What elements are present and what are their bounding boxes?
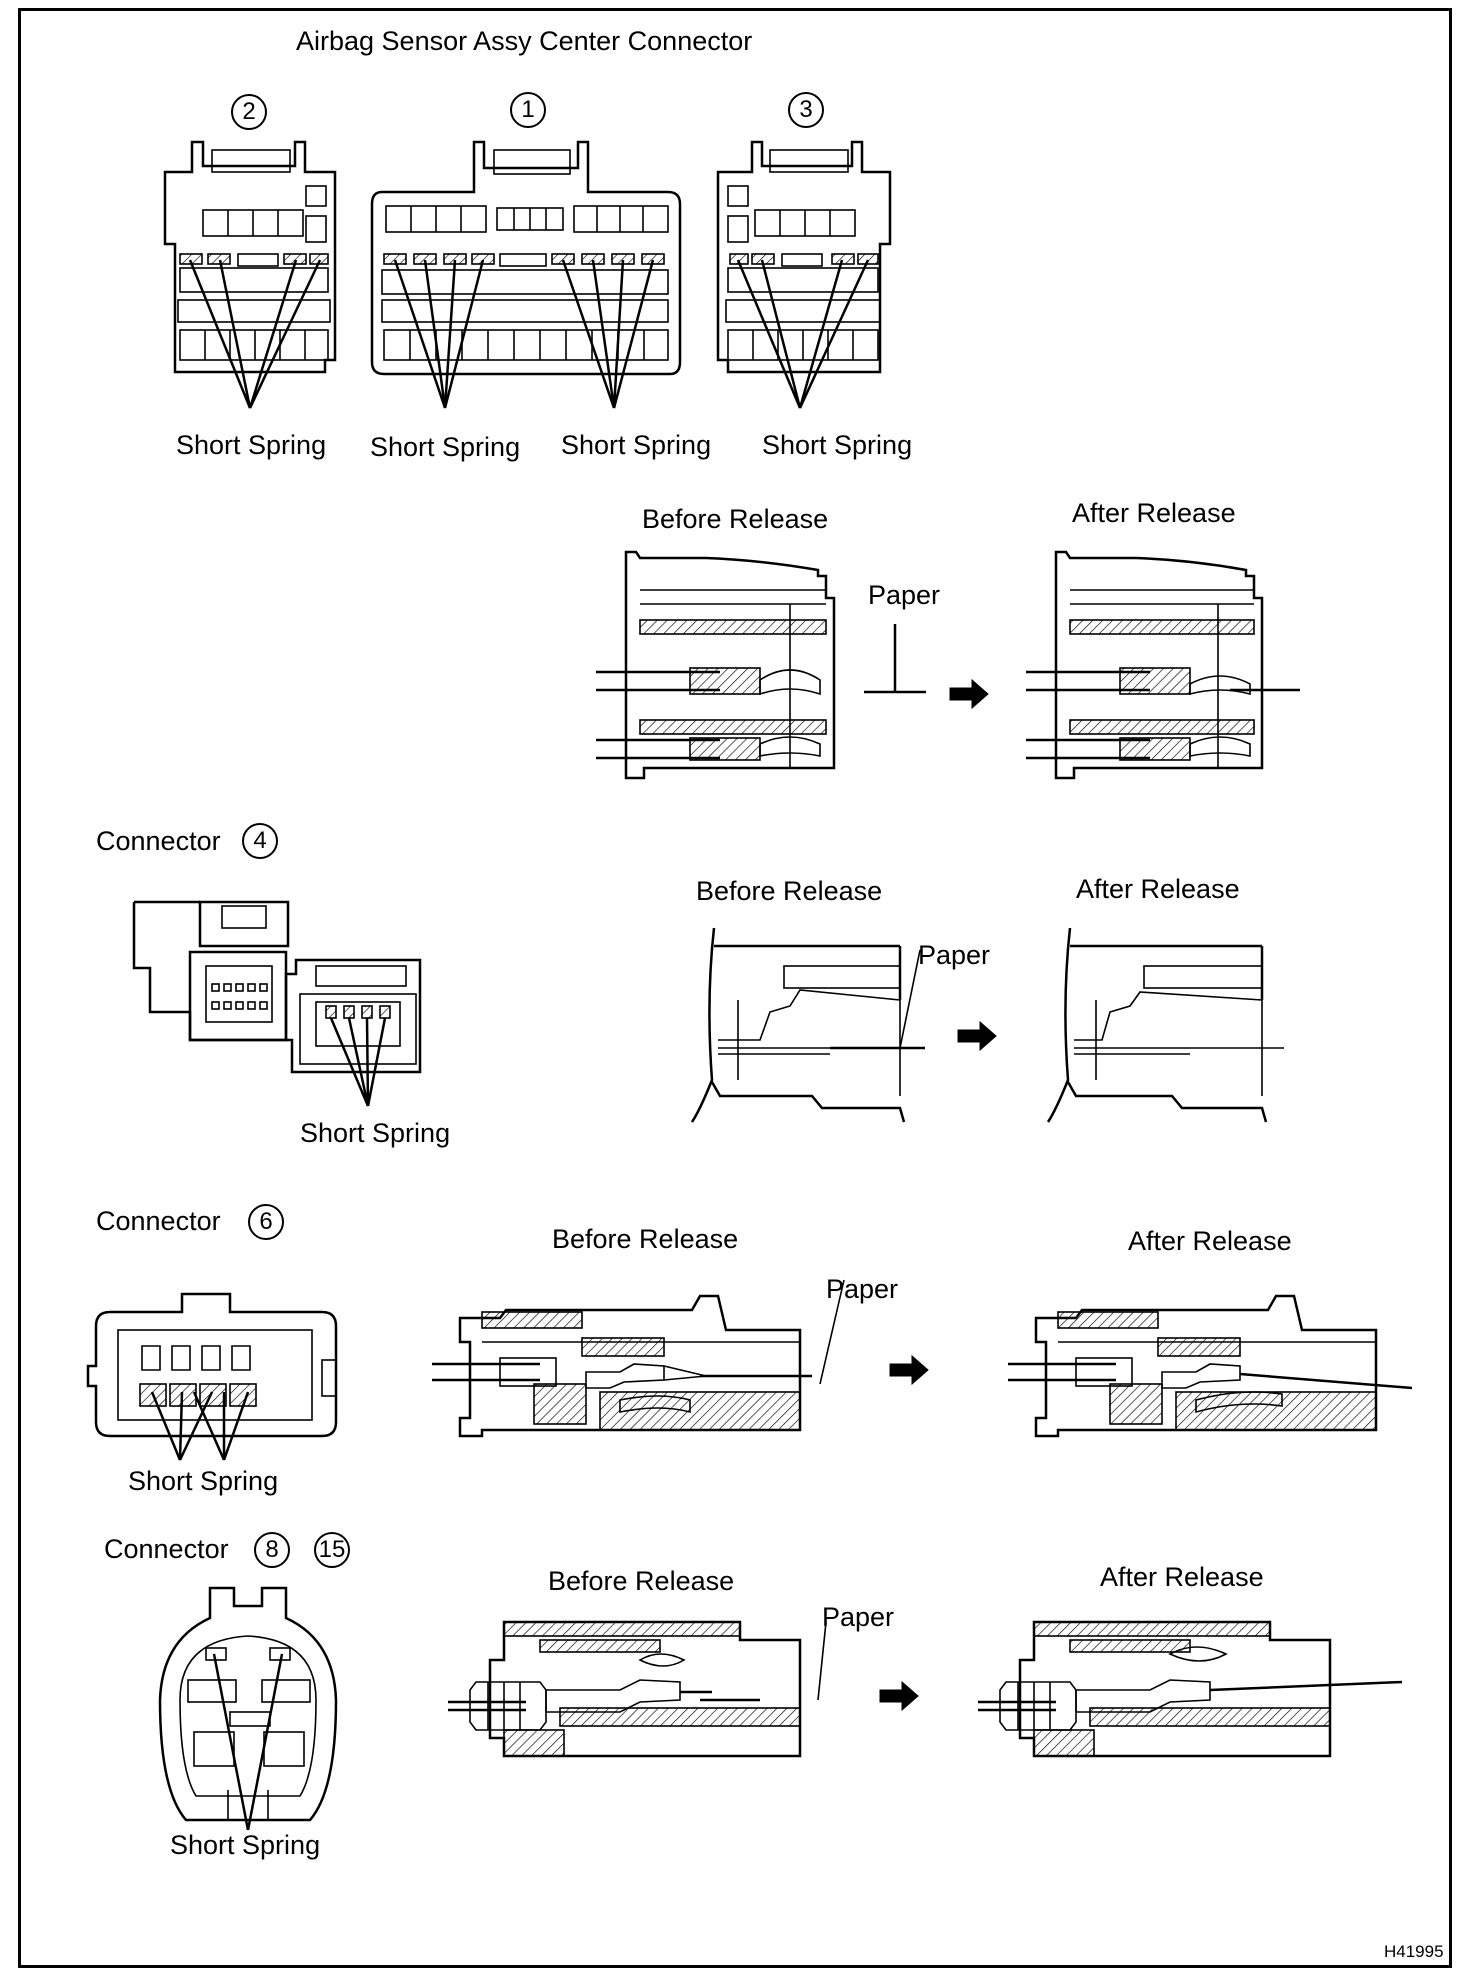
connector-6-before-release-label: Before Release (552, 1224, 739, 1254)
connector-8-15-title: Connector (104, 1534, 229, 1564)
connector-8-15-after-release-label: After Release (1100, 1562, 1264, 1592)
connector-4-before-release-label: Before Release (696, 876, 883, 906)
connector-8-15-after-drawing (978, 1620, 1403, 1758)
center-after-release-drawing (1026, 550, 1300, 780)
connector-4-number: 4 (242, 823, 278, 859)
connector-2-number: 2 (231, 94, 267, 130)
connector-8-number: 8 (254, 1532, 290, 1568)
connector-6-after-release-label: After Release (1128, 1226, 1292, 1256)
connector-1-number: 1 (510, 92, 546, 128)
connector-2-drawing (163, 140, 337, 409)
connector-6-before-drawing (432, 1279, 845, 1438)
center-arrow-icon (949, 678, 989, 710)
connector-3-spring-label: Short Spring (762, 430, 913, 460)
connector-4-arrow-icon (957, 1020, 997, 1052)
connector-8-15-paper-label: Paper (822, 1602, 895, 1632)
center-before-release-label: Before Release (642, 504, 829, 534)
connector-6-spring-label: Short Spring (128, 1466, 279, 1496)
connector-6-arrow-icon (889, 1354, 929, 1386)
connector-8-15-arrow-icon (879, 1680, 919, 1712)
connector-6-after-drawing (1008, 1294, 1413, 1438)
connector-4-after-drawing (1046, 927, 1284, 1123)
center-after-release-label: After Release (1072, 498, 1236, 528)
connector-6-title: Connector (96, 1206, 221, 1236)
figure-code: H41995 (1384, 1942, 1444, 1961)
connector-6-number: 6 (248, 1204, 284, 1240)
connector-6-paper-label: Paper (826, 1274, 899, 1304)
connector-3-drawing (716, 140, 892, 409)
connector-8-15-drawing (158, 1586, 338, 1831)
connector-4-title: Connector (96, 826, 221, 856)
connector-4-drawing (132, 900, 422, 1107)
connector-1-spring-label-right: Short Spring (561, 430, 712, 460)
connector-2-spring-label: Short Spring (176, 430, 327, 460)
center-paper-label: Paper (868, 580, 941, 610)
connector-3-number: 3 (788, 92, 824, 128)
connector-4-paper-label: Paper (918, 940, 991, 970)
connector-4-spring-label: Short Spring (300, 1118, 451, 1148)
section-title: Airbag Sensor Assy Center Connector (296, 26, 753, 56)
connector-1-spring-label-left: Short Spring (370, 432, 521, 462)
diagram-frame (18, 8, 1452, 1968)
connector-1-drawing (370, 140, 682, 409)
connector-8-15-spring-label: Short Spring (170, 1830, 321, 1860)
connector-6-drawing (86, 1292, 338, 1461)
connector-15-number: 15 (314, 1532, 350, 1568)
connector-4-after-release-label: After Release (1076, 874, 1240, 904)
connector-8-15-before-release-label: Before Release (548, 1566, 735, 1596)
connector-4-before-drawing (690, 927, 925, 1123)
center-before-release-drawing (596, 550, 926, 780)
connector-8-15-before-drawing (448, 1620, 827, 1758)
